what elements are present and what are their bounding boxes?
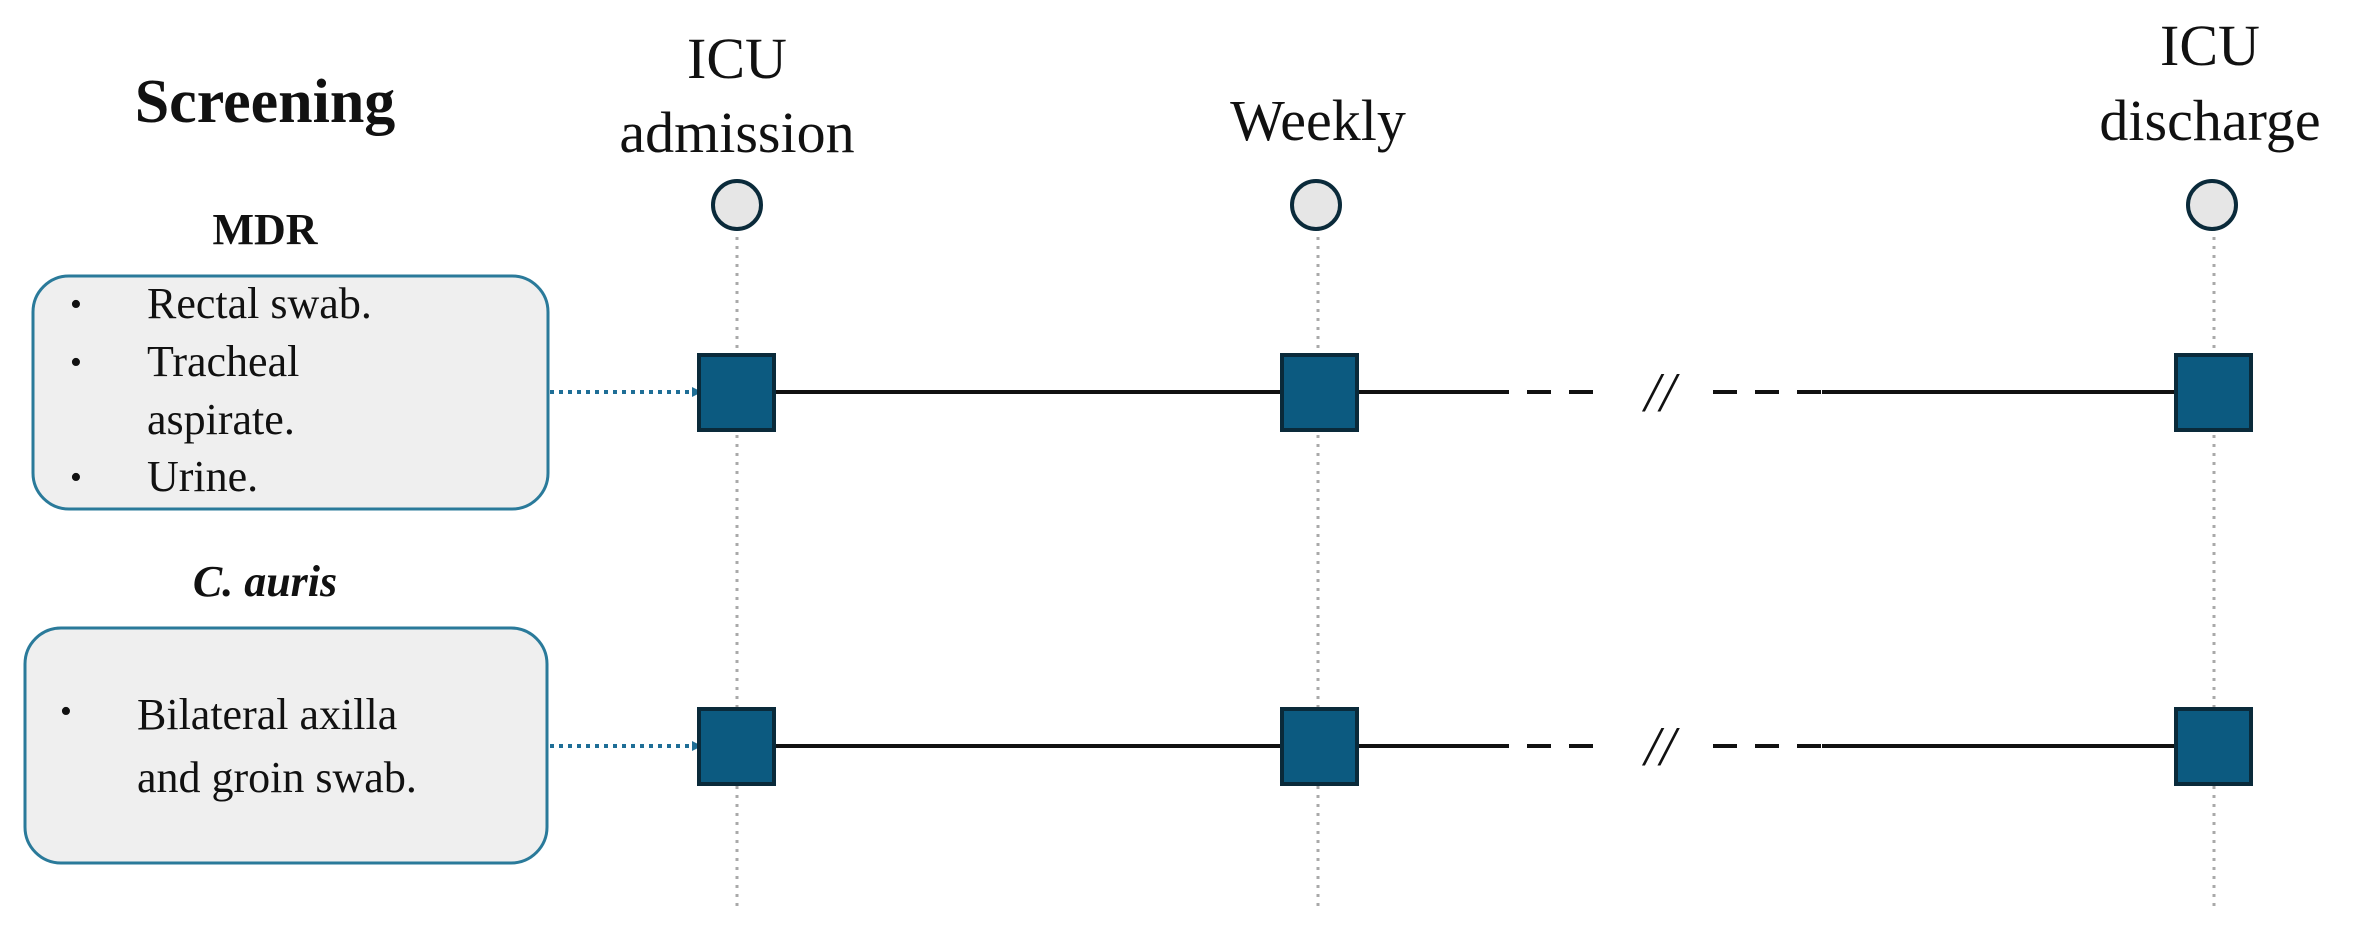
sample-marker-discharge <box>2174 707 2253 786</box>
timeline-row-c-auris: // <box>697 707 2253 786</box>
timepoint-discharge: ICU discharge <box>2099 13 2321 231</box>
sample-item: Tracheal <box>147 337 299 386</box>
gap-mark: // <box>1641 362 1680 424</box>
timepoint-label-line: admission <box>619 100 854 165</box>
sample-item: and groin swab. <box>137 753 417 802</box>
group-heading-mdr: MDR <box>212 205 318 254</box>
sample-list-c-auris: • Bilateral axilla and groin swab. <box>60 690 417 802</box>
sample-box-mdr <box>31 274 550 511</box>
group-c-auris: C. auris • Bilateral axilla and groin sw… <box>23 557 702 865</box>
timepoint-circle <box>711 179 763 231</box>
bullet-glyph: • <box>70 344 82 381</box>
bullet-glyph: • <box>70 286 82 323</box>
sample-item: aspirate. <box>147 395 295 444</box>
sample-marker-admission <box>697 353 776 432</box>
group-heading-c-auris: C. auris <box>193 557 337 606</box>
timepoint-weekly: Weekly <box>1230 88 1406 231</box>
bullet-glyph: • <box>70 459 82 496</box>
sample-list-mdr: • Rectal swab. • Tracheal aspirate. • Ur… <box>70 279 372 501</box>
timepoint-circle <box>1290 179 1342 231</box>
sample-item: Rectal swab. <box>147 279 372 328</box>
sample-box-c-auris <box>23 626 549 865</box>
timepoint-admission: ICU admission <box>619 26 855 231</box>
timeline-row-mdr: // <box>697 353 2253 432</box>
diagram-title: Screening <box>135 68 396 136</box>
sample-item: Bilateral axilla <box>137 690 397 739</box>
timepoint-label-line: Weekly <box>1230 88 1406 153</box>
sample-marker-weekly <box>1280 353 1359 432</box>
group-mdr: MDR • Rectal swab. • Tracheal aspirate. … <box>31 205 702 511</box>
timepoint-label-line: discharge <box>2099 88 2320 153</box>
gap-mark: // <box>1641 716 1680 778</box>
timepoint-label-line: ICU <box>687 26 787 91</box>
sample-marker-discharge <box>2174 353 2253 432</box>
sample-item: Urine. <box>147 452 258 501</box>
timepoint-label-line: ICU <box>2160 13 2260 78</box>
sample-marker-admission <box>697 707 776 786</box>
timepoint-circle <box>2186 179 2238 231</box>
guide-lines <box>735 228 2216 910</box>
sample-marker-weekly <box>1280 707 1359 786</box>
bullet-glyph: • <box>60 693 72 730</box>
